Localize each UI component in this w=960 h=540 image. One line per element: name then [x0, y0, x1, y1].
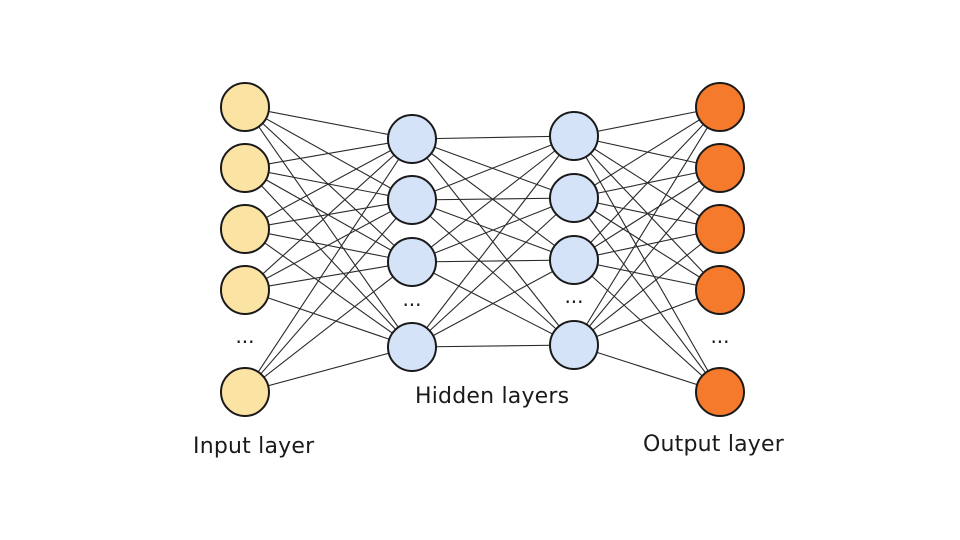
edge-hidden-1-3-to-hidden-2-3 — [411, 259, 575, 263]
edge-hidden-2-1-to-output-5 — [573, 135, 721, 393]
edge-input-5-to-hidden-1-2 — [244, 199, 413, 393]
output-node-4 — [695, 265, 745, 315]
input-ellipsis: ... — [235, 324, 254, 348]
output-node-2 — [695, 143, 745, 193]
edge-input-5-to-hidden-1-1 — [244, 138, 413, 393]
edge-hidden-2-3-to-output-1 — [573, 106, 721, 261]
output-node-5 — [695, 367, 745, 417]
edge-hidden-1-3-to-hidden-2-1 — [411, 135, 575, 263]
input-node-1 — [220, 82, 270, 132]
edge-input-2-to-hidden-1-1 — [244, 138, 413, 169]
hidden-2-node-1 — [549, 111, 599, 161]
edge-input-1-to-hidden-1-4 — [244, 106, 413, 348]
edge-input-4-to-hidden-1-2 — [244, 199, 413, 291]
output-ellipsis: ... — [710, 324, 729, 348]
hidden-layers-label: Hidden layers — [415, 384, 570, 409]
edge-hidden-2-4-to-output-3 — [573, 228, 721, 346]
input-node-3 — [220, 204, 270, 254]
edge-hidden-2-3-to-output-2 — [573, 167, 721, 261]
input-node-5 — [220, 367, 270, 417]
edge-input-3-to-hidden-1-4 — [244, 228, 413, 348]
edge-hidden-2-4-to-output-4 — [573, 289, 721, 346]
edge-hidden-1-3-to-hidden-2-2 — [411, 197, 575, 263]
output-node-3 — [695, 204, 745, 254]
edge-hidden-1-2-to-hidden-2-1 — [411, 135, 575, 201]
edge-hidden-1-4-to-hidden-2-3 — [411, 259, 575, 348]
hidden-1-node-3 — [387, 237, 437, 287]
edge-input-3-to-hidden-1-1 — [244, 138, 413, 230]
hidden-2-ellipsis: ... — [564, 284, 583, 308]
input-node-2 — [220, 143, 270, 193]
edge-hidden-2-4-to-output-1 — [573, 106, 721, 346]
hidden-2-node-2 — [549, 173, 599, 223]
edge-hidden-2-3-to-output-5 — [573, 259, 721, 393]
ellipsis-markers: ............ — [235, 284, 729, 348]
output-node-1 — [695, 82, 745, 132]
edge-hidden-1-4-to-hidden-2-1 — [411, 135, 575, 348]
edge-input-4-to-hidden-1-3 — [244, 261, 413, 291]
edge-hidden-1-4-to-hidden-2-4 — [411, 344, 575, 348]
edge-hidden-2-4-to-output-2 — [573, 167, 721, 346]
hidden-2-node-4 — [549, 320, 599, 370]
edge-hidden-2-2-to-output-1 — [573, 106, 721, 199]
input-node-4 — [220, 265, 270, 315]
hidden-1-ellipsis: ... — [402, 287, 421, 311]
edge-input-2-to-hidden-1-4 — [244, 167, 413, 348]
hidden-1-node-4 — [387, 322, 437, 372]
hidden-1-node-1 — [387, 114, 437, 164]
input-layer-label: Input layer — [193, 434, 315, 459]
output-layer-label: Output layer — [643, 432, 785, 457]
edge-hidden-2-2-to-output-5 — [573, 197, 721, 393]
connection-lines — [244, 106, 721, 393]
hidden-1-node-2 — [387, 175, 437, 225]
hidden-2-node-3 — [549, 235, 599, 285]
edge-input-1-to-hidden-1-1 — [244, 106, 413, 140]
edge-input-5-to-hidden-1-3 — [244, 261, 413, 393]
edge-input-5-to-hidden-1-4 — [244, 346, 413, 393]
edge-hidden-2-4-to-output-5 — [573, 344, 721, 393]
edge-hidden-1-1-to-hidden-2-1 — [411, 135, 575, 140]
neuron-nodes — [220, 82, 745, 417]
edge-input-4-to-hidden-1-1 — [244, 138, 413, 291]
edge-input-4-to-hidden-1-4 — [244, 289, 413, 348]
edge-hidden-1-4-to-hidden-2-2 — [411, 197, 575, 348]
